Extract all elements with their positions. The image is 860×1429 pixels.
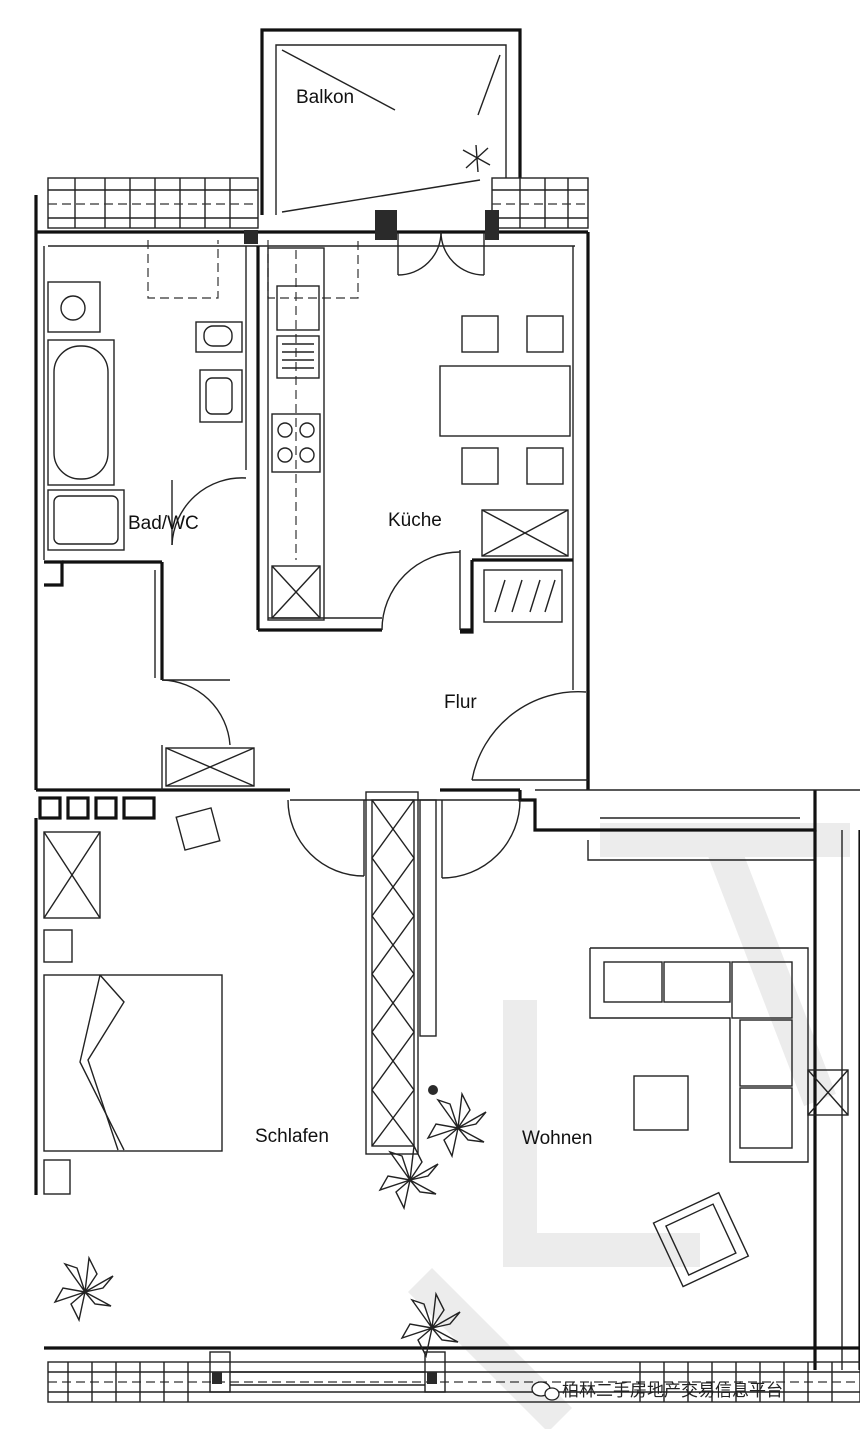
dining-table xyxy=(439,365,571,437)
living-room-fixtures xyxy=(441,799,809,1288)
plant-icon xyxy=(400,1291,461,1359)
top-railing xyxy=(47,177,589,229)
room-label-kueche: Küche xyxy=(388,510,442,531)
room-label-bad-wc: Bad/WC xyxy=(128,513,199,534)
chair-icon xyxy=(461,447,499,485)
room-label-balkon: Balkon xyxy=(296,87,354,108)
bottom-railing xyxy=(47,1351,860,1403)
kitchen-fixtures xyxy=(267,240,571,631)
bedroom-fixtures xyxy=(43,791,437,1155)
watermark-caption: 柏林二手房地产交易信息平台 xyxy=(531,1381,783,1401)
balcony xyxy=(260,28,522,215)
bed-icon xyxy=(43,974,223,1152)
sink-icon xyxy=(276,335,320,379)
room-label-wohnen: Wohnen xyxy=(522,1128,592,1149)
bathroom-fixtures xyxy=(47,240,247,551)
room-label-schlafen: Schlafen xyxy=(255,1126,329,1147)
chair-icon xyxy=(461,315,499,353)
chair-icon xyxy=(526,315,564,353)
bathtub-icon xyxy=(47,339,115,486)
walls xyxy=(34,195,860,1370)
stove-icon xyxy=(271,413,321,473)
sofa-icon xyxy=(589,947,809,1163)
armchair-icon xyxy=(652,1191,750,1288)
plant-icon xyxy=(53,1255,114,1323)
sink-icon xyxy=(199,369,243,423)
plant-icon xyxy=(426,1091,487,1159)
wechat-icon xyxy=(531,1381,560,1401)
coffee-table xyxy=(633,1075,689,1131)
chair-icon xyxy=(526,447,564,485)
plant-icon xyxy=(378,1143,439,1211)
plant-icon xyxy=(462,144,491,173)
toilet-icon xyxy=(195,321,243,353)
shower-icon xyxy=(47,489,125,551)
chair-icon xyxy=(175,807,221,851)
balcony-door xyxy=(244,210,499,276)
room-label-flur: Flur xyxy=(444,692,477,713)
hallway-fixtures xyxy=(161,679,588,787)
background-watermark xyxy=(407,823,850,1429)
watermark-text: 柏林二手房地产交易信息平台 xyxy=(562,1381,783,1401)
